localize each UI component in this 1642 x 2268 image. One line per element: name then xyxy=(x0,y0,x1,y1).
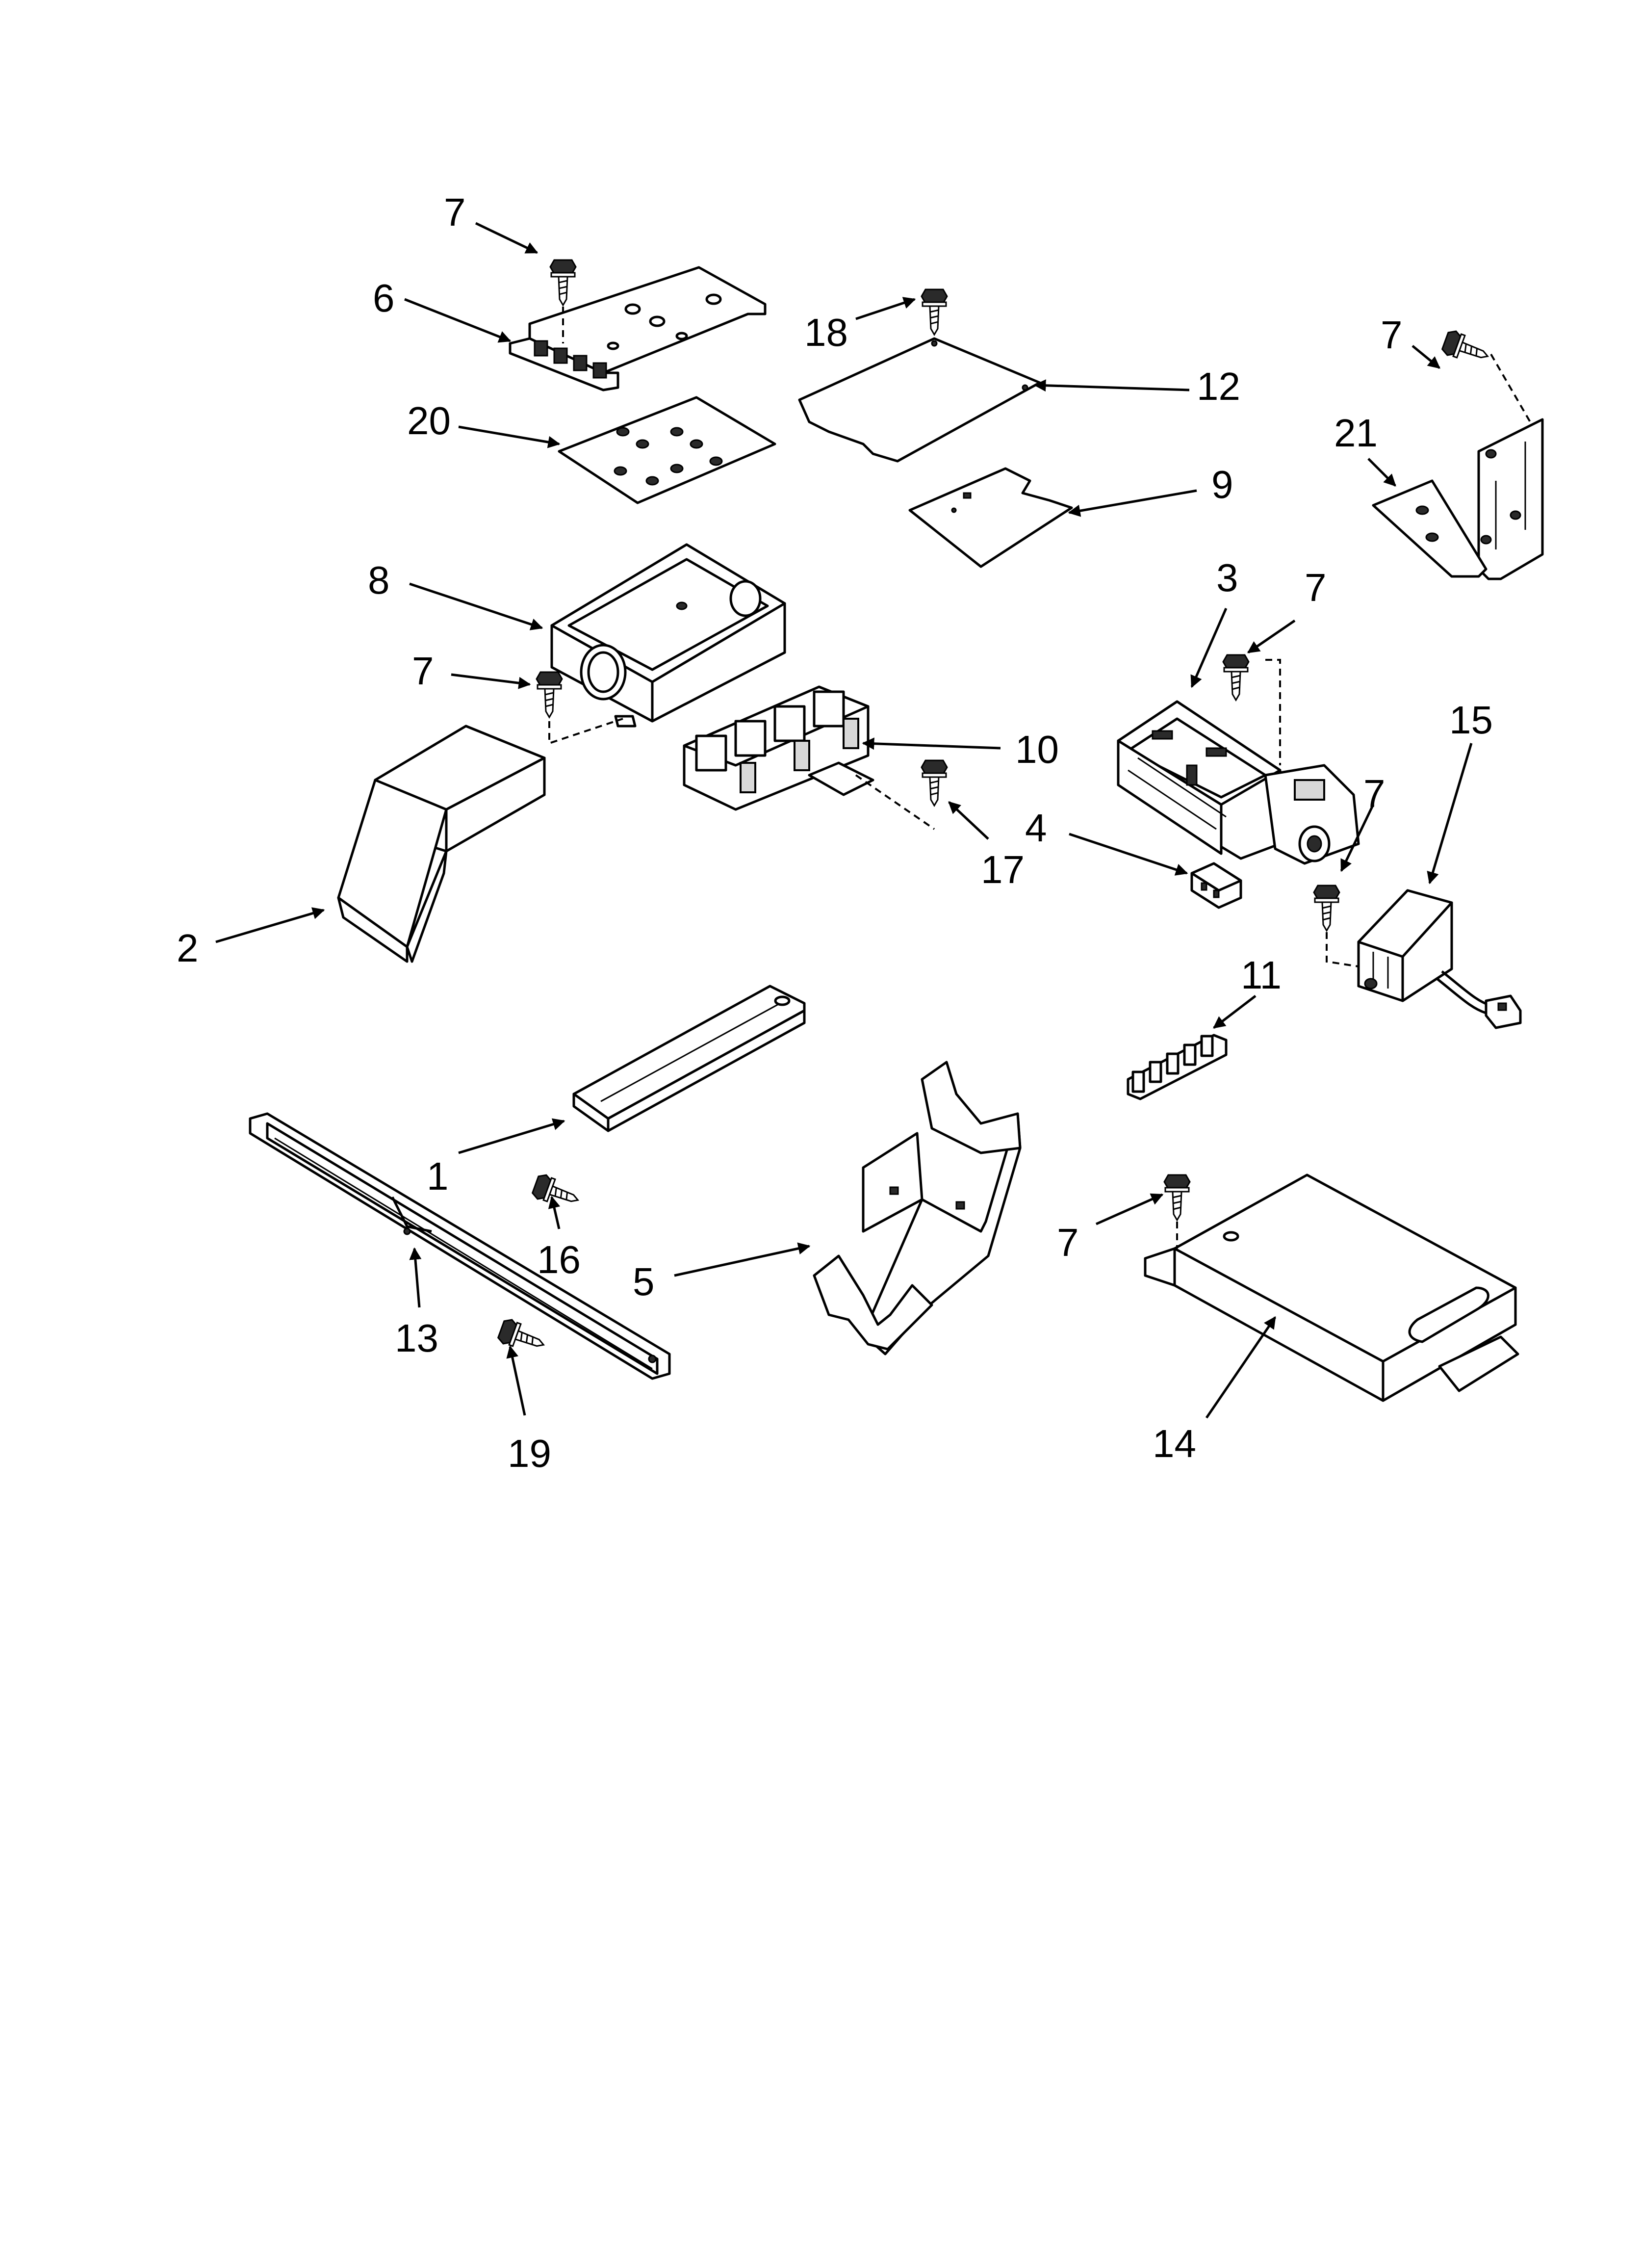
part-label-7-base-plate-screw: 7 xyxy=(1057,1221,1079,1264)
part-label-5: 5 xyxy=(633,1260,655,1303)
part-6-top-bracket xyxy=(509,266,767,391)
part-label-7-junction-box-screw: 7 xyxy=(412,649,434,693)
part-10-terminal-block xyxy=(683,685,874,811)
part-label-11: 11 xyxy=(1241,953,1282,997)
part-15-transformer xyxy=(1357,889,1522,1029)
screw-icon xyxy=(1222,654,1250,701)
part-label-3: 3 xyxy=(1216,556,1238,600)
part-1-channel-rail xyxy=(572,985,806,1132)
part-14-base-plate xyxy=(1144,1173,1519,1402)
part-11-terminal-strip xyxy=(1127,1034,1228,1100)
part-label-20: 20 xyxy=(407,399,451,443)
part-label-1: 1 xyxy=(427,1154,449,1198)
part-5-bent-bracket xyxy=(813,1061,1022,1356)
part-label-19: 19 xyxy=(508,1432,551,1475)
screw-icon xyxy=(1313,885,1340,932)
part-labels: 7 6 20 18 12 9 7 21 8 3 7 7 10 15 7 4 17… xyxy=(177,190,1493,1475)
screw-icon xyxy=(1163,1174,1191,1221)
screw-icon xyxy=(921,288,948,336)
part-label-13: 13 xyxy=(395,1316,438,1360)
screw-icon xyxy=(549,259,577,306)
part-label-2: 2 xyxy=(177,926,199,970)
part-12-cover-sheet xyxy=(798,337,1041,463)
part-label-14: 14 xyxy=(1153,1422,1196,1465)
part-8-junction-box xyxy=(550,543,786,728)
part-label-21: 21 xyxy=(1334,411,1378,455)
part-21-l-bracket xyxy=(1372,418,1544,580)
part-9-gasket xyxy=(908,467,1073,568)
part-label-7-transformer-screw: 7 xyxy=(1363,772,1385,815)
part-label-7-l-bracket-screw: 7 xyxy=(1381,313,1403,357)
part-20-insulation-plate xyxy=(558,396,776,504)
part-label-8: 8 xyxy=(368,558,390,602)
part-3-control-assembly xyxy=(1117,700,1360,865)
part-label-12: 12 xyxy=(1197,365,1240,408)
part-4-connector xyxy=(1190,862,1242,909)
part-label-10: 10 xyxy=(1015,728,1059,771)
part-2-duct xyxy=(337,725,546,963)
part-label-18: 18 xyxy=(804,311,848,354)
part-label-7-top-bracket-screw: 7 xyxy=(444,190,466,234)
screw-icon xyxy=(536,671,563,718)
part-label-7-control-screw: 7 xyxy=(1305,566,1327,609)
part-13-long-bar xyxy=(249,1112,671,1380)
part-label-15: 15 xyxy=(1449,698,1493,742)
leader-lines xyxy=(215,222,1473,1419)
part-label-9: 9 xyxy=(1211,463,1233,506)
screw-icon xyxy=(496,1316,549,1358)
screw-icon xyxy=(921,759,948,807)
part-label-16: 16 xyxy=(537,1238,581,1281)
part-label-4: 4 xyxy=(1025,806,1047,850)
screw-icon xyxy=(530,1172,583,1213)
part-label-6: 6 xyxy=(373,276,395,320)
screw-icon xyxy=(1440,328,1493,369)
part-label-17: 17 xyxy=(981,848,1025,891)
